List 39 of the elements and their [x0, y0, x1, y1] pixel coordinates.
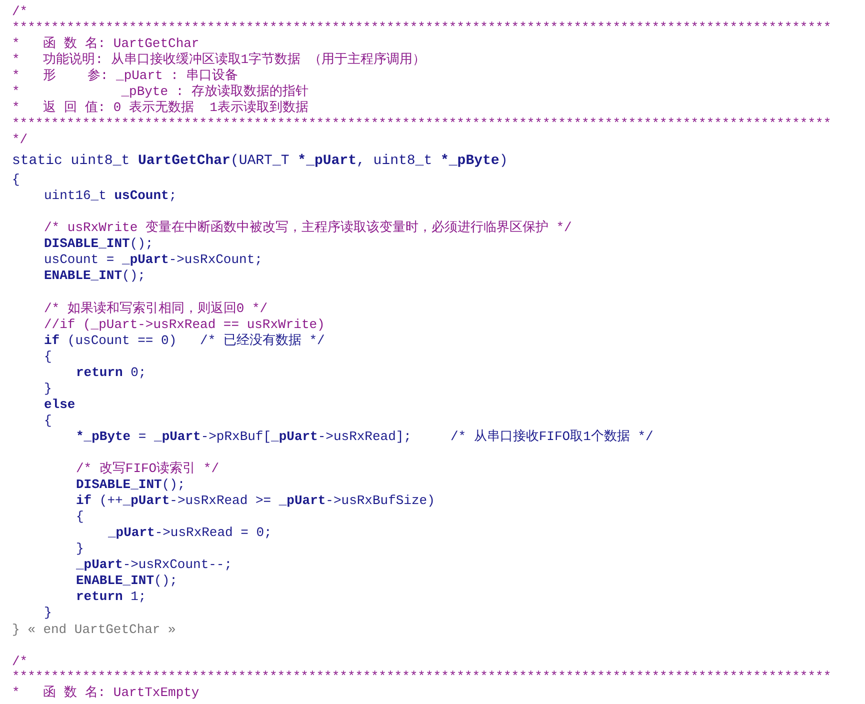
code-line: ENABLE_INT(); — [44, 268, 146, 284]
code-comment: * 返 回 值: 0 表示无数据 1表示读取到数据 — [12, 100, 308, 116]
code-line: _pUart->usRxCount--; — [76, 557, 232, 573]
code-comment: ********************************************************************************************************* — [12, 669, 832, 685]
code-line: *_pByte = _pUart->pRxBuf[_pUart->usRxRead]; /* 从串口接收FIFO取1个数据 */ — [76, 429, 654, 445]
code-line: ENABLE_INT(); — [76, 573, 178, 589]
code-line: if (++_pUart->usRxRead >= _pUart->usRxBufSize) — [76, 493, 435, 509]
code-line: } — [44, 605, 52, 621]
code-line: usCount = _pUart->usRxCount; — [44, 252, 262, 268]
code-comment: ********************************************************************************************************* — [12, 116, 832, 132]
code-comment: */ — [12, 132, 28, 148]
code-line: return 0; — [76, 365, 146, 381]
code-line: else — [44, 397, 76, 413]
code-comment: /* usRxWrite 变量在中断函数中被改写，主程序读取该变量时，必须进行临界区保护 */ — [44, 220, 572, 236]
code-line: } — [44, 381, 52, 397]
code-comment: * 函 数 名: UartTxEmpty — [12, 685, 200, 701]
code-line: _pUart->usRxRead = 0; — [108, 525, 272, 541]
code-line: if (usCount == 0) /* 已经没有数据 */ — [44, 333, 325, 349]
code-line: uint16_t usCount; — [44, 188, 177, 204]
code-line: } « end UartGetChar » — [12, 622, 176, 638]
code-comment: //if (_pUart->usRxRead == usRxWrite) — [44, 317, 325, 333]
code-line: static uint8_t UartGetChar(UART_T *_pUart, uint8_t *_pByte) — [12, 153, 508, 169]
code-line: { — [44, 349, 52, 365]
code-line: return 1; — [76, 589, 146, 605]
code-comment: /* — [12, 654, 28, 670]
code-comment: ********************************************************************************************************* — [12, 20, 832, 36]
code-line: DISABLE_INT(); — [44, 236, 154, 252]
code-line: { — [44, 413, 52, 429]
code-line: { — [76, 509, 84, 525]
code-comment: * _pByte : 存放读取数据的指针 — [12, 84, 308, 100]
code-comment: /* 改写FIFO读索引 */ — [76, 461, 220, 477]
code-comment: /* 如果读和写索引相同，则返回0 */ — [44, 301, 268, 317]
code-comment: /* — [12, 4, 28, 20]
code-line: { — [12, 172, 20, 188]
code-comment: * 形 参: _pUart : 串口设备 — [12, 68, 238, 84]
code-comment: * 函 数 名: UartGetChar — [12, 36, 200, 52]
code-line: DISABLE_INT(); — [76, 477, 186, 493]
code-line: } — [76, 541, 84, 557]
code-comment: * 功能说明: 从串口接收缓冲区读取1字节数据 （用于主程序调用） — [12, 52, 426, 68]
